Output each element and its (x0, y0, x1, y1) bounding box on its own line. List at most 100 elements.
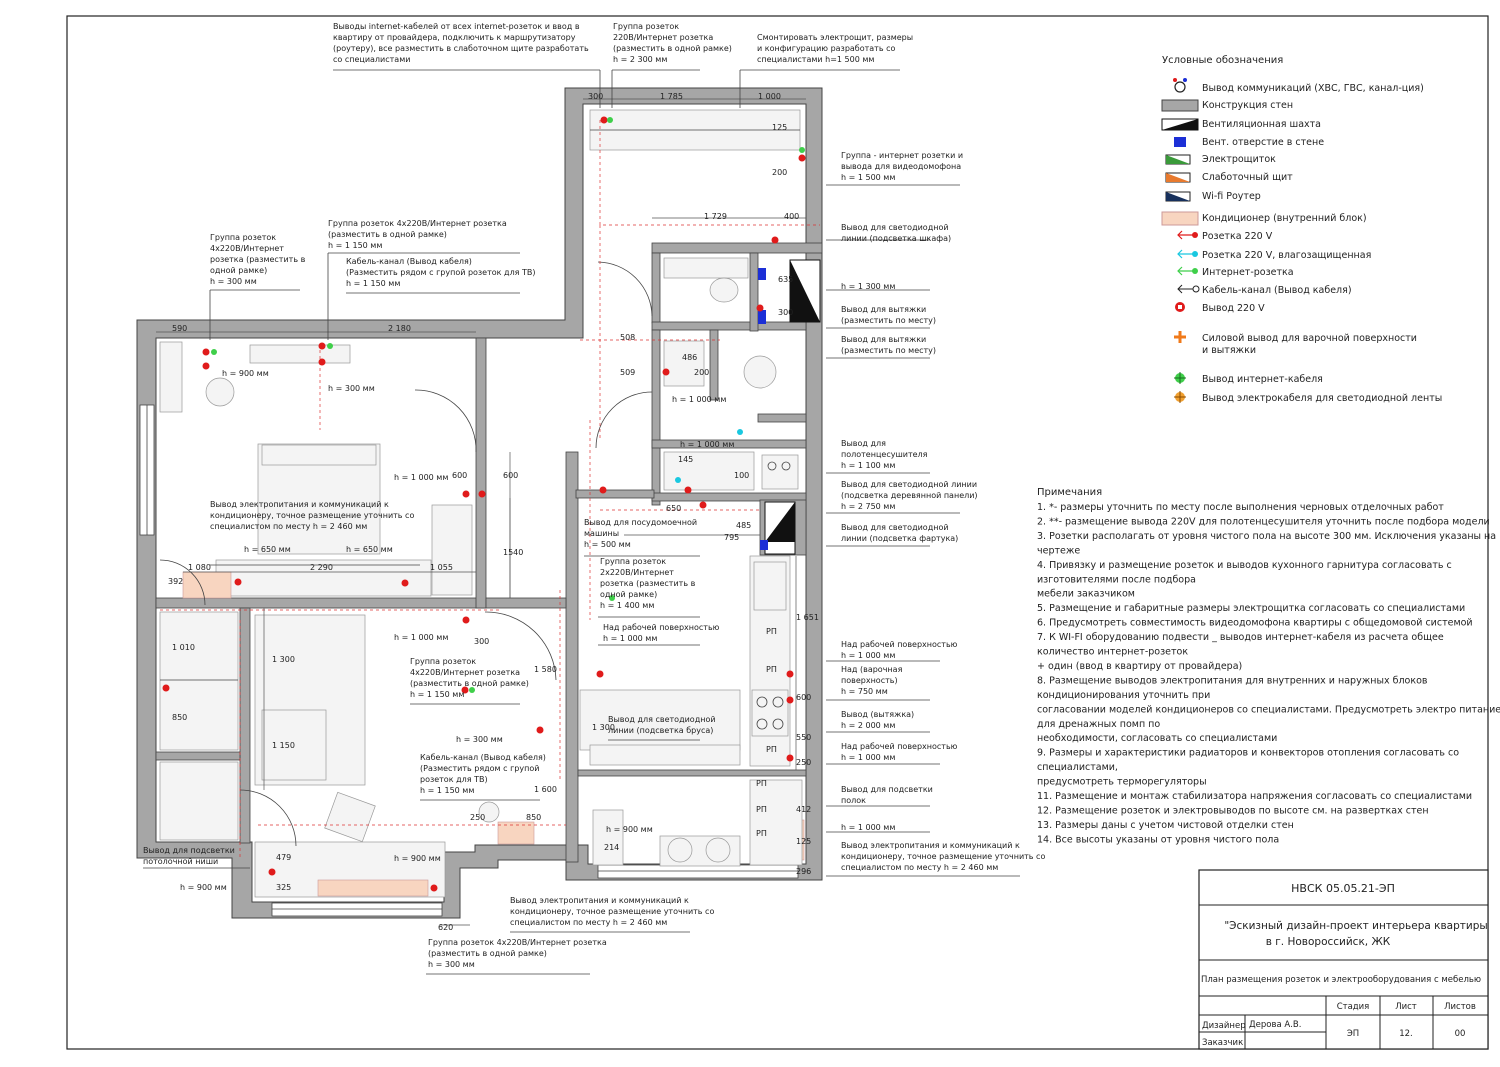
callout-text: h = 1 000 мм (841, 823, 895, 832)
dim-label: РП (766, 745, 777, 754)
legend-label: Силовой вывод для варочной поверхности (1202, 333, 1417, 344)
dim-label: 508 (620, 333, 635, 342)
callout-text: розетка (разместить в (210, 255, 306, 264)
dim-label: 300 (778, 308, 793, 317)
drawing-code: НВСК 05.05.21-ЭП (1291, 882, 1395, 895)
sheet-header: Лист (1395, 1002, 1417, 1012)
legend-label: Интернет-розетка (1202, 267, 1294, 278)
note-line: 8. Размещение выводов электропитания для… (1037, 675, 1428, 686)
callout-text: (разместить в одной рамке) (613, 44, 732, 53)
note-line: мебели заказчиком (1037, 589, 1135, 600)
callout-text: полок (841, 796, 866, 805)
callout-text: одной рамке) (210, 266, 267, 275)
dim-label: РП (756, 779, 767, 788)
note-line: 9. Размеры и характеристики радиаторов и… (1037, 748, 1459, 759)
callout-text: специалистом по месту h = 2 460 мм (210, 522, 367, 531)
dim-label: 1 580 (534, 665, 557, 674)
dim-label: 1 600 (534, 785, 557, 794)
callout-text: Группа розеток (600, 557, 666, 566)
note-line: 11. Размещение и монтаж стабилизатора на… (1037, 791, 1472, 802)
callout-text: Вывод (вытяжка) (841, 710, 914, 719)
callout-text: Вывод для вытяжки (841, 335, 926, 344)
floor-plan: 300 1 785 1 000 125 200 1 729 400 635 30… (136, 69, 1020, 975)
callout-text: (разместить в одной рамке) (428, 949, 547, 958)
dim-label: 300 (588, 92, 603, 101)
callout-text: h = 2 300 мм (613, 55, 667, 64)
callout-text: полотенцесушителя (841, 450, 928, 459)
note-line: предусмотреть терморегуляторы (1037, 777, 1207, 788)
dim-label: 635 (778, 275, 793, 284)
height-label: h = 650 мм (244, 545, 291, 554)
height-label: h = 900 мм (606, 825, 653, 834)
dim-label: 509 (620, 368, 635, 377)
note-line: чертеже (1037, 545, 1080, 556)
callout-text: Группа розеток (210, 233, 276, 242)
callout-text: 2х220В/Интернет (600, 568, 674, 577)
vent-shafts (758, 259, 821, 555)
callout-text: кондиционеру, точное размещение уточнить… (210, 511, 414, 520)
callout-text: специалистом по месту h = 2 460 мм (841, 863, 998, 872)
cable-channel-icon (1177, 284, 1200, 294)
note-line: 12. Размещение розеток и электровыводов … (1037, 805, 1429, 816)
note-line: + один (ввод в квартиру от провайдера) (1037, 661, 1242, 672)
dim-label: 850 (526, 813, 541, 822)
callout-text: потолочной ниши (143, 857, 218, 866)
dim-label: 620 (438, 923, 453, 932)
dim-label: 486 (682, 353, 697, 362)
callout-text: 4х220В/Интернет розетка (410, 668, 520, 677)
callout-text: h = 1 000 мм (841, 753, 895, 762)
callout-text: Над рабочей поверхностью (841, 742, 958, 751)
callout-text: Вывод для светодиодной (841, 523, 949, 532)
ac-unit-bottom (317, 879, 429, 897)
project-title-line1: "Эскизный дизайн-проект интерьера кварти… (1224, 920, 1487, 932)
dim-label: 1 000 (758, 92, 781, 101)
wifi-router-icon (1165, 191, 1191, 202)
dim-label: 1 055 (430, 563, 453, 572)
callout-text: Группа розеток 4х220В/Интернет розетка (328, 219, 507, 228)
callout-text: h = 2 000 мм (841, 721, 895, 730)
callout-text: специалистом по месту h = 2 460 мм (510, 918, 667, 927)
dim-label: 250 (470, 813, 485, 822)
dim-label: 145 (678, 455, 693, 464)
callout-text: h = 1 100 мм (841, 461, 895, 470)
callout-text: Группа розеток (613, 22, 679, 31)
callout-text: h = 1 300 мм (841, 282, 895, 291)
height-label: h = 900 мм (394, 854, 441, 863)
note-line: изготовителями после подбора (1037, 574, 1196, 585)
wall-swatch-icon (1161, 99, 1199, 112)
dim-label: 1 651 (796, 613, 819, 622)
ac-unit-icon (1161, 211, 1199, 226)
sheets-value: 00 (1455, 1029, 1466, 1039)
legend-label: Слаботочный щит (1202, 172, 1293, 183)
legend-label: Вентиляционная шахта (1202, 119, 1321, 130)
callout-text: h = 1 150 мм (346, 279, 400, 288)
note-line: для дренажных помп по (1037, 719, 1160, 730)
callout-text: 220В/Интернет розетка (613, 33, 713, 42)
callout-text: машины (584, 529, 619, 538)
dim-label: 590 (172, 324, 187, 333)
callout-text: розеток для ТВ) (420, 775, 488, 784)
vent-hole-icon (1174, 137, 1186, 147)
note-line: 4. Привязку и размещение розеток и вывод… (1037, 560, 1452, 571)
legend-label: Конструкция стен (1202, 100, 1293, 111)
height-label: h = 900 мм (222, 369, 269, 378)
dim-label: 1 300 (592, 723, 615, 732)
dim-label: 1540 (503, 548, 523, 557)
dim-label: 296 (796, 867, 811, 876)
height-labels: h = 900 мм h = 300 мм h = 1 000 мм h = 6… (180, 369, 734, 892)
height-label: h = 300 мм (328, 384, 375, 393)
callout-text: специалистами h=1 500 мм (757, 55, 874, 64)
callout-text: (подсветка деревянной панели) (841, 491, 978, 500)
callout-text: (разместить по месту) (841, 346, 936, 355)
dim-label: 125 (772, 123, 787, 132)
dim-label: 600 (503, 471, 518, 480)
legend-label: Wi-fi Роутер (1202, 191, 1261, 202)
low-current-panel-icon (1165, 172, 1191, 183)
note-line: 1. *- размеры уточнить по месту после вы… (1037, 502, 1444, 513)
legend-label: Розетка 220 V (1202, 231, 1273, 242)
dim-label: РП (756, 805, 767, 814)
client-label: Заказчик (1202, 1038, 1243, 1048)
legend-label: Кондиционер (внутренний блок) (1202, 213, 1367, 224)
note-line: согласовании моделей кондиционеров со сп… (1037, 704, 1500, 715)
